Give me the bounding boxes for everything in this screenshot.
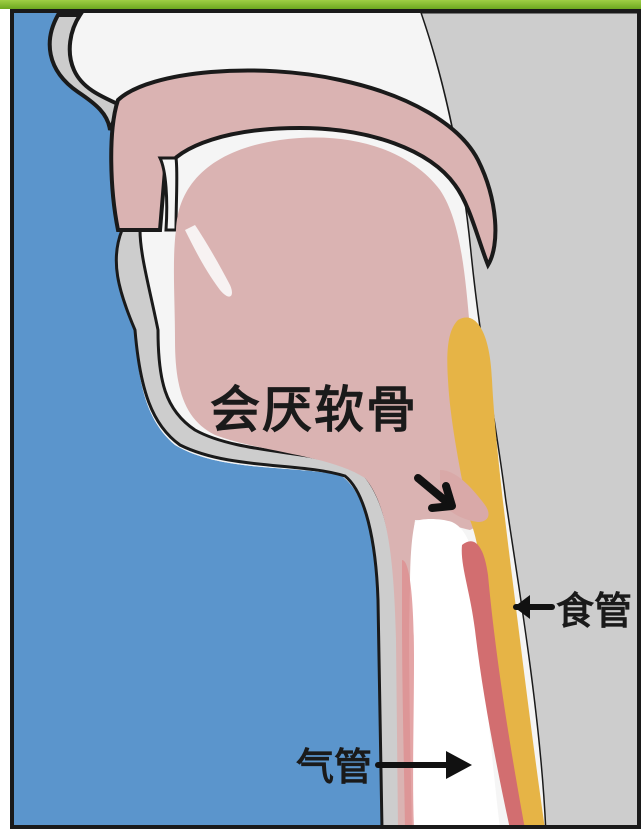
epiglottis-label: 会厌软骨 bbox=[210, 370, 418, 442]
esophagus-label: 食管 bbox=[556, 580, 632, 635]
trachea-label: 气管 bbox=[296, 736, 372, 791]
